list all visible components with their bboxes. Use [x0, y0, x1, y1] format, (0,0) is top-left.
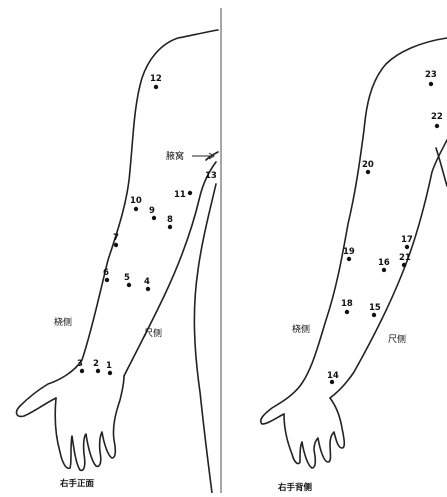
svg-text:1: 1 [106, 361, 112, 371]
svg-text:8: 8 [167, 215, 173, 225]
svg-text:12: 12 [150, 74, 162, 84]
acupoint: 2 [93, 359, 100, 373]
acupoint: 9 [149, 206, 156, 220]
front-hand-outline [55, 376, 124, 470]
svg-text:23: 23 [425, 70, 437, 80]
acupoint: 15 [369, 303, 381, 317]
acupoint: 3 [77, 359, 84, 373]
acupoint: 23 [425, 70, 437, 86]
acupoint: 20 [362, 160, 374, 174]
acupoint: 16 [378, 258, 390, 272]
acupoint: 11 [174, 190, 192, 200]
acupoint: 5 [124, 273, 131, 287]
svg-text:20: 20 [362, 160, 374, 170]
svg-text:4: 4 [144, 277, 150, 287]
back-points: 23 22 20 17 19 21 16 18 [327, 70, 443, 384]
svg-text:3: 3 [77, 359, 83, 369]
back-arm-radial-outline [261, 38, 447, 424]
front-arm [17, 30, 218, 493]
svg-text:13: 13 [205, 171, 217, 181]
back-hand-outline [284, 398, 344, 468]
svg-text:7: 7 [113, 233, 119, 243]
front-caption: 右手正面 [59, 478, 95, 489]
svg-text:19: 19 [343, 247, 355, 257]
acupoint: 22 [431, 112, 443, 128]
acupoint: 19 [343, 247, 355, 261]
front-arm-radial-outline [17, 30, 218, 416]
axilla-label: 腋窝 [166, 150, 184, 162]
acupoint: 10 [130, 196, 142, 211]
front-ulnar-label: 尺侧 [144, 327, 162, 339]
svg-text:5: 5 [124, 273, 130, 283]
acupoint: 17 [401, 235, 413, 249]
back-torso-edge [436, 148, 447, 186]
svg-text:18: 18 [341, 299, 353, 309]
svg-text:6: 6 [103, 268, 109, 278]
svg-text:17: 17 [401, 235, 413, 245]
acupoint: 8 [167, 215, 173, 229]
svg-text:22: 22 [431, 112, 443, 122]
front-arm-ulnar-outline [124, 162, 216, 376]
back-arm-ulnar-outline [330, 140, 447, 398]
acupoint: 21 [399, 253, 411, 267]
acupoint: 12 [150, 74, 162, 89]
back-radial-label: 桡侧 [292, 323, 310, 335]
acupoint: 4 [144, 277, 150, 291]
svg-text:11: 11 [174, 190, 186, 200]
acupoint: 7 [113, 233, 119, 247]
back-caption: 右手背侧 [277, 482, 313, 493]
front-radial-label: 桡侧 [54, 316, 72, 328]
acupoint: 13 [205, 171, 217, 181]
svg-text:21: 21 [399, 253, 411, 263]
svg-text:9: 9 [149, 206, 155, 216]
acupoint: 1 [106, 361, 112, 375]
svg-text:16: 16 [378, 258, 390, 268]
svg-text:2: 2 [93, 359, 99, 369]
acupoint: 18 [341, 299, 353, 314]
svg-text:14: 14 [327, 371, 339, 381]
front-torso-edge [194, 184, 216, 493]
back-ulnar-label: 尺侧 [388, 333, 406, 345]
svg-text:15: 15 [369, 303, 381, 313]
svg-text:10: 10 [130, 196, 142, 206]
acupoint: 14 [327, 371, 339, 384]
